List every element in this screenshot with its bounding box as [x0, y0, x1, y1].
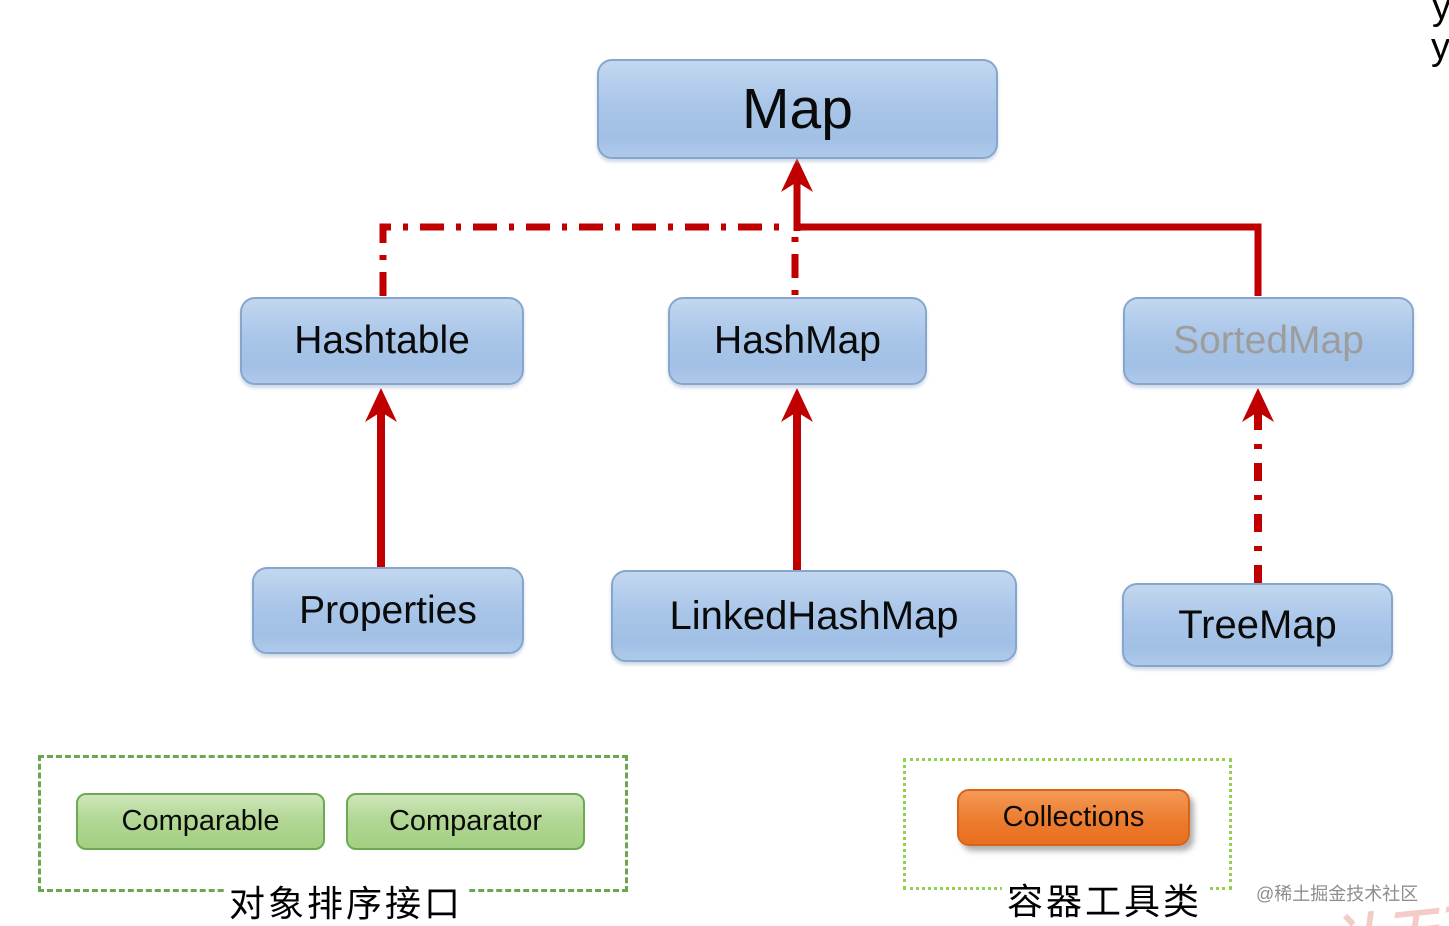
- node-treemap-label: TreeMap: [1178, 602, 1337, 647]
- node-hashmap-label: HashMap: [714, 319, 881, 362]
- connector-sortedmap-to-map: [797, 223, 1262, 296]
- connector-hashtable-to-map: [379, 223, 786, 296]
- arrowhead-into-map: [781, 158, 813, 192]
- node-hashmap: HashMap: [668, 297, 927, 385]
- arrowhead-into-sortedmap: [1242, 388, 1274, 422]
- node-collections-label: Collections: [1002, 801, 1145, 833]
- node-map-label: Map: [742, 77, 853, 141]
- cropped-text-fragment: y: [1431, 26, 1449, 68]
- node-properties: Properties: [252, 567, 524, 654]
- node-hashtable-label: Hashtable: [294, 319, 470, 362]
- arrowhead-into-hashmap: [781, 388, 813, 422]
- community-watermark: @稀土掘金技术社区: [1256, 884, 1419, 904]
- node-map: Map: [597, 59, 998, 159]
- node-properties-label: Properties: [299, 588, 477, 632]
- node-comparator-label: Comparator: [388, 805, 543, 837]
- node-comparable-label: Comparable: [121, 805, 280, 837]
- node-treemap: TreeMap: [1122, 583, 1393, 667]
- arrowhead-into-hashtable: [365, 388, 397, 422]
- node-sortedmap: SortedMap: [1123, 297, 1414, 385]
- utility-group-caption: 容器工具类: [1002, 873, 1208, 925]
- node-hashtable: Hashtable: [240, 297, 524, 385]
- node-linkedhashmap: LinkedHashMap: [611, 570, 1017, 662]
- cropped-text-fragment: y: [1432, 0, 1449, 28]
- node-sortedmap-label: SortedMap: [1173, 319, 1364, 362]
- node-comparator: Comparator: [346, 793, 585, 850]
- node-collections: Collections: [957, 789, 1190, 846]
- node-comparable: Comparable: [76, 793, 325, 850]
- sorting-group-caption: 对象排序接口: [224, 875, 469, 926]
- node-linkedhashmap-label: LinkedHashMap: [669, 593, 959, 638]
